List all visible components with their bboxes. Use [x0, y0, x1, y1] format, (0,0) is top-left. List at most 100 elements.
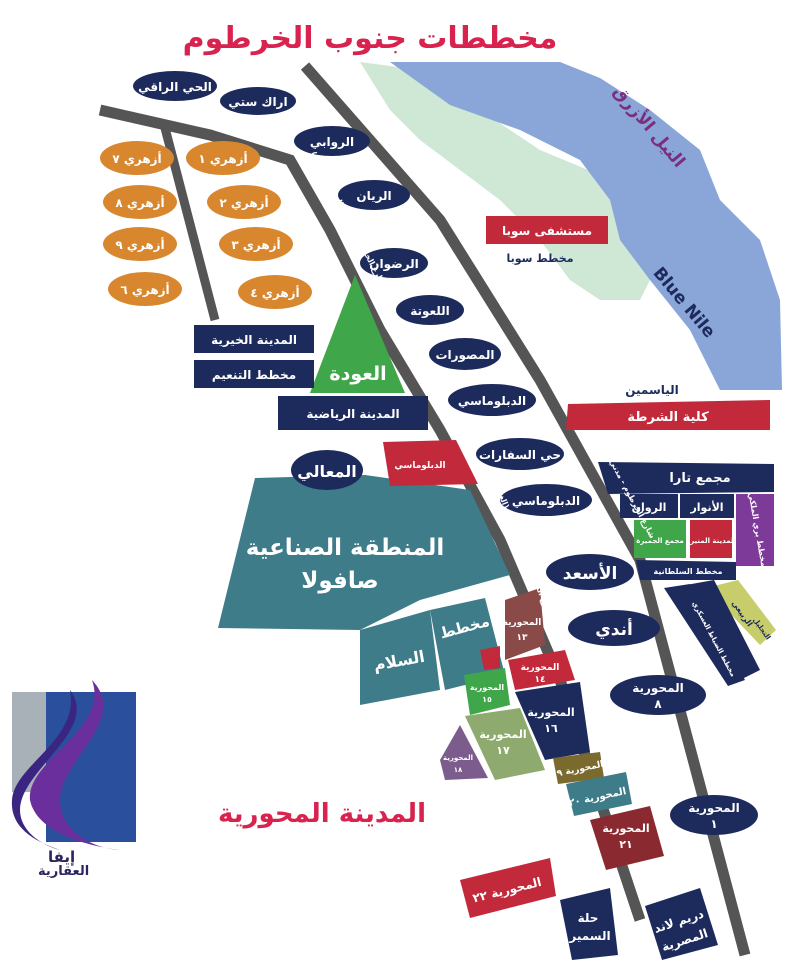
oval-bg	[100, 141, 174, 175]
label-hay-raqi: الحي الراقي	[138, 80, 212, 94]
oval-bg	[546, 554, 634, 590]
label-industrial-1: المنطقة الصناعية	[246, 535, 445, 561]
label-rawan: الروان	[632, 501, 667, 514]
oval-bg	[103, 185, 177, 219]
rect-bg	[736, 494, 774, 566]
label-mahwariya-1-num: ١	[710, 817, 717, 831]
oval-bg	[108, 272, 182, 306]
rect-bg	[460, 858, 556, 918]
label-soba-hospital: مستشفى سوبا	[502, 224, 592, 239]
label-zahri-8: أزهري ٨	[115, 195, 164, 210]
rect-bg	[634, 520, 686, 558]
rect-bg	[505, 588, 545, 660]
label-ridwan: الرضوان	[369, 257, 419, 272]
oval-bg	[219, 227, 293, 261]
oval-bg	[500, 484, 592, 516]
label-lamota: اللعوتة	[410, 304, 450, 319]
rect-bg	[508, 650, 575, 690]
rect-bg	[680, 494, 734, 518]
logo-line-1: إيفا	[48, 848, 76, 866]
label-awda: العودة	[329, 363, 386, 385]
label-arak-city: اراك ستي	[228, 95, 287, 109]
label-mahwariya-17-num: ١٧	[496, 744, 510, 757]
label-mahwariya-13: المحورية	[503, 618, 542, 628]
oval-bg	[610, 675, 706, 715]
label-mahwariya-15-num: ١٥	[482, 695, 492, 704]
river-blue-nile	[390, 62, 782, 390]
label-mahwariya-8-num: ٨	[654, 697, 662, 711]
rect-bg	[636, 560, 736, 580]
logo-swoosh	[29, 680, 120, 850]
oval-bg	[238, 275, 312, 309]
rect-bg	[598, 462, 774, 494]
oval-bg	[186, 141, 260, 175]
label-mahwariya-16: المحورية	[527, 706, 574, 719]
label-mahwariya-15: المحورية	[470, 683, 505, 692]
rect-bg	[383, 440, 478, 486]
oval-bg	[103, 227, 177, 261]
label-zahri-7: أزهري ٧	[112, 151, 161, 166]
oval-bg	[448, 384, 536, 416]
label-mahwariya-8: المحورية	[632, 681, 684, 696]
rect-bg	[690, 520, 732, 558]
rect-bg	[706, 580, 776, 645]
label-diplomasi-2: الدبلوماسي	[394, 461, 445, 471]
label-andi: أندي	[595, 618, 633, 640]
oval-bg	[568, 610, 660, 646]
label-mahwariya-16-num: ١٦	[544, 722, 558, 735]
label-mahwariya-17: المحورية	[479, 728, 526, 741]
rect-bg	[686, 580, 760, 680]
label-industrial-2: صافولا	[301, 568, 378, 594]
city-label: المدينة المحورية	[218, 799, 426, 829]
oval-bg	[133, 71, 217, 101]
label-mahwariya-18-num: ١٨	[454, 766, 463, 774]
oval-bg	[220, 87, 296, 115]
rect-bg	[464, 668, 510, 715]
oval-bg	[291, 450, 363, 490]
label-hilla: حلة	[578, 911, 599, 925]
rect-bg	[515, 682, 590, 760]
label-safarat: حي السفارات	[479, 448, 561, 462]
label-zahri-1: أزهري ١	[198, 151, 247, 166]
label-asaad: الأسعد	[563, 563, 618, 584]
rect-bg	[194, 360, 314, 388]
rect-bg	[590, 806, 664, 870]
label-diplomasi-1: الدبلوماسي	[458, 394, 526, 409]
label-mahwariya-21-num: ٢١	[619, 838, 632, 851]
logo-line-2: العقارية	[38, 864, 90, 879]
rect-bg	[566, 772, 632, 816]
rect-bg	[480, 646, 500, 670]
label-police-college: كلية الشرطة	[627, 410, 709, 425]
rect-bg	[553, 752, 604, 784]
oval-bg	[670, 795, 758, 835]
industrial-area	[218, 475, 510, 630]
company-logo	[11, 680, 136, 850]
oval-bg	[207, 185, 281, 219]
label-yasmeen: الياسمين	[625, 383, 679, 397]
label-mahwariya-21: المحورية	[602, 822, 649, 835]
label-zahri-4: أزهري ٤	[250, 285, 299, 300]
rect-bg	[194, 325, 314, 353]
label-mahwariya-18: المحورية	[443, 754, 473, 762]
label-masourat: المصورات	[435, 348, 494, 363]
rect-bg	[486, 216, 608, 244]
label-samir: السمير	[568, 929, 610, 943]
label-rayan: الريان	[356, 189, 391, 203]
rect-bg	[645, 888, 718, 960]
map-title: مخططات جنوب الخرطوم	[183, 21, 558, 56]
label-soltaniya: مخطط السلطانية	[654, 567, 723, 576]
label-zahri-6: أزهري ٦	[120, 282, 169, 297]
oval-bg	[360, 248, 428, 278]
rect-bg	[664, 584, 745, 686]
oval-bg	[429, 338, 501, 370]
rect-bg	[278, 396, 428, 430]
oval-bg	[338, 180, 410, 210]
label-mahwariya-14-num: ١٤	[535, 675, 546, 685]
rect-bg	[620, 494, 678, 518]
rect-bg	[465, 708, 545, 780]
label-mahwariya-13-num: ١٣	[517, 633, 528, 643]
rect-bg	[566, 400, 770, 430]
rect-bg	[440, 725, 488, 780]
label-soba-plan: مخطط سوبا	[506, 252, 573, 265]
